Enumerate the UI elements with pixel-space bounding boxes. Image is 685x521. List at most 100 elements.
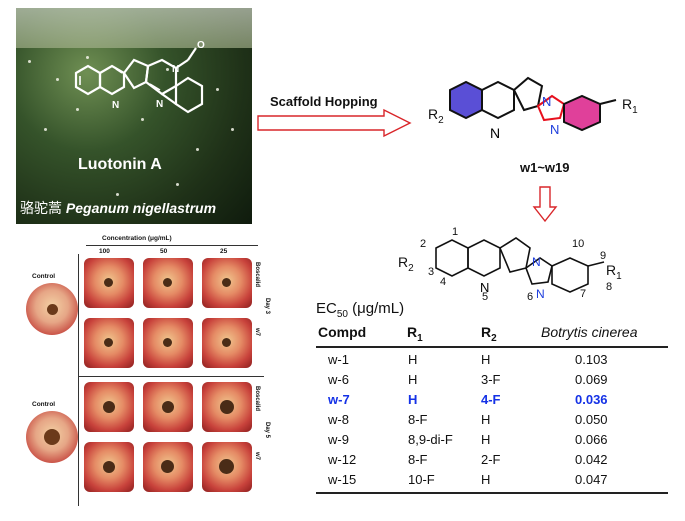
panel-left-rule [78,254,79,506]
apple-d3-boscalid-25 [202,258,252,308]
scaffold-r1-label: R1 [622,96,638,116]
position-3: 3 [428,266,435,278]
cell-r1: 8-F [408,412,428,427]
numbered-r2-label: R2 [398,254,414,274]
cell-r1: H [408,352,418,367]
cell-value: 0.069 [575,372,608,387]
apple-d3-w7-100 [84,318,134,368]
row-label-d5-w7: w7 [254,452,260,461]
position-9: 9 [600,250,607,262]
cell-compd: w-12 [328,452,357,467]
day-label-d5: Day 5 [264,422,270,439]
control-label-day5: Control [32,401,56,408]
row-label-d3-boscalid: Boscalid [254,262,260,288]
cell-r2: H [481,412,491,427]
plant-name: 骆驼蒿 Peganum nigellastrum [20,198,216,218]
conc-100: 100 [99,248,110,255]
apple-d3-boscalid-100 [84,258,134,308]
position-8: 8 [606,281,613,293]
row-label-d3-w7: w7 [254,328,260,337]
header-r2: R2 [481,324,497,344]
cell-r1: 10-F [408,472,435,487]
day-label-d3: Day 3 [264,298,270,315]
cell-value: 0.050 [575,412,608,427]
scaffold-structure: N N N [449,76,617,141]
ec50-label: EC50 (μg/mL) [316,300,405,320]
position-5: 5 [482,291,489,303]
control-label-day3: Control [32,273,56,280]
svg-text:N: N [156,99,163,110]
svg-text:N: N [536,287,545,301]
svg-text:O: O [197,40,205,51]
header-compd: Compd [318,324,367,340]
numbered-structure: N N N [435,237,605,301]
position-2: 2 [420,238,427,250]
svg-text:N: N [112,100,119,111]
conc-50: 50 [160,248,168,255]
apple-d3-boscalid-50 [143,258,193,308]
plant-common-name: 骆驼蒿 [20,200,62,216]
cell-value: 0.042 [575,452,608,467]
cell-r2: H [481,432,491,447]
concentration-rule [86,245,258,246]
svg-text:N: N [490,125,500,141]
series-label: w1~w19 [520,160,570,175]
cell-compd: w-6 [328,372,349,387]
apple-d5-w7-100 [84,442,134,492]
position-1: 1 [452,226,459,238]
row-label-d5-boscalid: Boscalid [254,386,260,412]
header-r1: R1 [407,324,423,344]
header-activity: Botrytis cinerea [541,324,638,340]
plant-photo: N N N O Luotonin A 骆驼蒿 Peganum nigellast… [16,8,252,224]
cell-value: 0.036 [575,392,608,407]
numbered-r1-label: R1 [606,262,622,282]
cell-r1: 8-F [408,452,428,467]
cell-r2: 4-F [481,392,501,407]
cell-r1: 8,9-di-F [408,432,453,447]
position-4: 4 [440,276,447,288]
compound-name: Luotonin A [78,156,162,173]
apple-d5-boscalid-50 [143,382,193,432]
cell-compd: w-1 [328,352,349,367]
scaffold-r2-label: R2 [428,106,444,126]
concentration-title: Concentration (μg/mL) [102,235,172,242]
cell-compd: w-9 [328,432,349,447]
cell-r2: H [481,352,491,367]
down-arrow [532,186,558,223]
position-10: 10 [572,238,585,250]
luotonin-a-structure: N N N O [74,40,205,114]
cell-compd: w-7 [328,392,350,407]
cell-r2: 3-F [481,372,501,387]
position-7: 7 [580,288,587,300]
apple-d5-w7-25 [202,442,252,492]
svg-text:N: N [480,280,489,295]
plant-latin-name: Peganum nigellastrum [65,200,217,216]
control-apple-day3 [26,283,78,335]
cell-compd: w-15 [328,472,357,487]
svg-text:N: N [542,94,551,109]
cell-r2: 2-F [481,452,501,467]
svg-text:N: N [532,255,541,269]
apple-d5-boscalid-100 [84,382,134,432]
apple-d3-w7-25 [202,318,252,368]
cell-r1: H [408,392,418,407]
cell-r1: H [408,372,418,387]
svg-text:N: N [172,64,179,75]
svg-text:N: N [550,122,559,137]
cell-value: 0.066 [575,432,608,447]
table-top-rule [316,346,668,348]
position-6: 6 [527,291,534,303]
table-bottom-rule [316,492,668,494]
control-apple-day5 [26,411,78,463]
cell-compd: w-8 [328,412,349,427]
scaffold-hopping-label: Scaffold Hopping [270,94,378,109]
apple-d5-boscalid-25 [202,382,252,432]
apple-d5-w7-50 [143,442,193,492]
cell-r2: H [481,472,491,487]
cell-value: 0.103 [575,352,608,367]
scaffold-arrow [257,108,412,138]
photo-sky [16,8,252,48]
conc-25: 25 [220,248,228,255]
apple-d3-w7-50 [143,318,193,368]
cell-value: 0.047 [575,472,608,487]
